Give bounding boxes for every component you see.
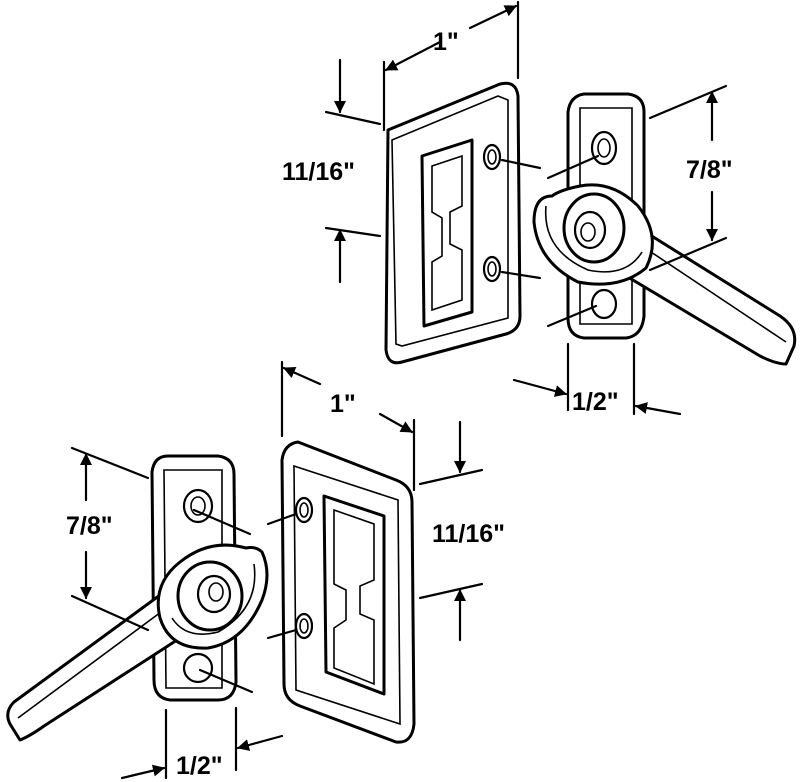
- top-keeper-screw-hole-lower: [482, 255, 502, 283]
- top-lever-height-dimension: 7/8": [648, 84, 733, 272]
- bottom-keeper-height-label: 11/16": [432, 520, 505, 548]
- bottom-keeper-screw-hole-upper: [294, 496, 314, 524]
- bottom-lever-width-dimension: 1/2": [120, 706, 284, 780]
- bottom-lever-screw-hole-upper: [182, 488, 214, 524]
- bottom-keeper-height-dimension: 11/16": [418, 420, 505, 642]
- top-width-dimension: 1": [382, 0, 520, 132]
- top-assembly: 1" 11/16" 7/8" 1/2": [282, 0, 797, 416]
- top-width-label: 1": [433, 28, 459, 56]
- bottom-width-label: 1": [330, 390, 356, 418]
- top-keeper-height-dimension: 11/16": [282, 58, 382, 284]
- bottom-lever-height-label: 7/8": [66, 512, 113, 540]
- bottom-lever-height-dimension: 7/8": [66, 446, 150, 632]
- top-lever-handle: [532, 183, 797, 366]
- bottom-width-dimension: 1": [280, 360, 416, 492]
- top-lever-screw-hole-upper: [590, 130, 618, 166]
- bottom-lever-handle: [6, 543, 269, 742]
- top-lever-width-label: 1/2": [572, 388, 619, 416]
- bottom-assembly: 1" 11/16" 7/8" 1/2": [6, 360, 505, 780]
- top-lever-height-label: 7/8": [686, 156, 733, 184]
- top-keeper-plate: [384, 81, 542, 365]
- bottom-keeper-screw-hole-lower: [294, 612, 314, 640]
- bottom-keeper-plate: [266, 440, 416, 744]
- top-lever-width-dimension: 1/2": [512, 342, 682, 416]
- top-keeper-screw-hole-upper: [482, 143, 502, 171]
- bottom-lever-width-label: 1/2": [176, 752, 223, 780]
- top-keeper-height-label: 11/16": [282, 158, 355, 186]
